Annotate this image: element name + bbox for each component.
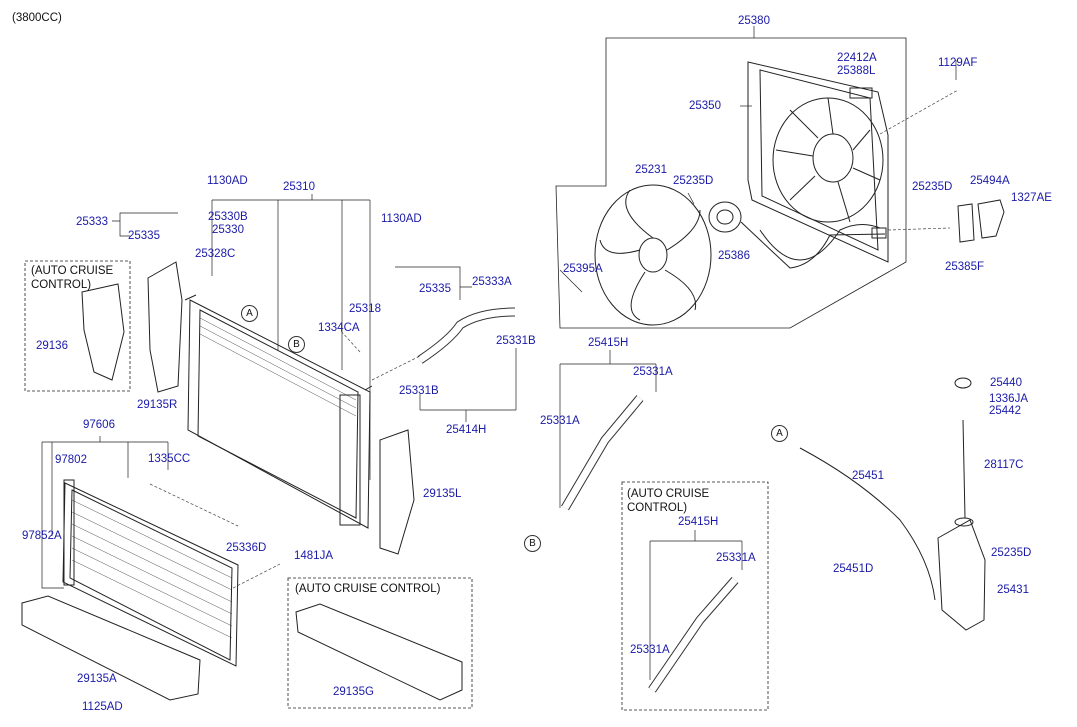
part-label[interactable]: 97852A xyxy=(22,530,62,542)
part-label[interactable]: 1125AD xyxy=(82,701,123,713)
part-label[interactable]: 25386 xyxy=(718,250,750,262)
part-label[interactable]: 1334CA xyxy=(318,322,360,334)
part-label[interactable]: 28117C xyxy=(984,459,1024,471)
part-label[interactable]: 97606 xyxy=(83,419,115,431)
hoses-drawing xyxy=(417,307,739,693)
radiator-drawing xyxy=(184,294,373,529)
part-label[interactable]: 25333A xyxy=(472,276,512,288)
part-label[interactable]: 25330 xyxy=(212,224,244,236)
fan-shroud-drawing xyxy=(747,61,889,263)
part-label[interactable]: 25395A xyxy=(563,263,603,275)
part-label[interactable]: 25414H xyxy=(446,424,487,436)
leader-lines xyxy=(41,26,957,680)
part-label[interactable]: 25333 xyxy=(76,216,108,228)
part-label[interactable]: 25331B xyxy=(496,335,536,347)
part-label[interactable]: 25385F xyxy=(945,261,985,273)
side-guards-drawing xyxy=(81,261,415,555)
part-label[interactable]: 25235D xyxy=(991,547,1032,559)
marker-a-radiator: A xyxy=(241,305,258,322)
part-label[interactable]: 25331A xyxy=(716,552,756,564)
part-label[interactable]: 25310 xyxy=(283,181,315,193)
part-label[interactable]: 25415H xyxy=(588,337,629,349)
part-label[interactable]: 25440 xyxy=(990,377,1022,389)
option-box-left xyxy=(24,260,131,392)
part-label[interactable]: 25494A xyxy=(970,175,1010,187)
air-guards-drawing xyxy=(21,595,463,701)
marker-a-reservoir: A xyxy=(771,425,788,442)
part-label[interactable]: 25231 xyxy=(635,164,667,176)
part-label[interactable]: 25451D xyxy=(833,563,874,575)
option-box-hose xyxy=(621,481,769,711)
part-label[interactable]: 25415H xyxy=(678,516,719,528)
engine-note: (3800CC) xyxy=(12,12,62,24)
part-label[interactable]: 25336D xyxy=(226,542,267,554)
dashed-leaders xyxy=(149,89,959,589)
part-label[interactable]: 25335 xyxy=(128,230,160,242)
part-label[interactable]: 25331A xyxy=(630,644,670,656)
part-label[interactable]: 25335 xyxy=(419,283,451,295)
part-label[interactable]: 29136 xyxy=(36,340,68,352)
option-note-bottom: (AUTO CRUISE CONTROL) xyxy=(295,583,441,595)
part-label[interactable]: 29135A xyxy=(77,673,117,685)
part-label[interactable]: 25330B xyxy=(208,211,248,223)
part-label[interactable]: 25442 xyxy=(989,405,1021,417)
part-label[interactable]: 1129AF xyxy=(938,57,978,69)
option-box-bottom xyxy=(287,577,473,709)
part-label[interactable]: 1481JA xyxy=(294,550,334,562)
part-label[interactable]: 25380 xyxy=(738,15,770,27)
part-label[interactable]: 1130AD xyxy=(381,213,422,225)
part-label[interactable]: 25388L xyxy=(837,65,876,77)
part-label[interactable]: 25431 xyxy=(997,584,1029,596)
part-label[interactable]: 25331A xyxy=(540,415,580,427)
fan-blade-drawing xyxy=(594,184,712,326)
option-note-left: (AUTO CRUISE CONTROL) xyxy=(31,265,114,291)
part-label[interactable]: 25328C xyxy=(195,248,236,260)
part-label[interactable]: 25350 xyxy=(689,100,721,112)
marker-b-hose: B xyxy=(524,535,541,552)
motor-drawing xyxy=(708,201,887,269)
part-label[interactable]: 25451 xyxy=(852,470,884,482)
part-label[interactable]: 1335CC xyxy=(148,453,191,465)
part-label[interactable]: 29135G xyxy=(333,686,374,698)
part-label[interactable]: 25235D xyxy=(673,175,714,187)
condenser-drawing xyxy=(62,479,239,667)
part-label[interactable]: 22412A xyxy=(837,52,877,64)
part-label[interactable]: 25331B xyxy=(399,385,439,397)
part-label[interactable]: 25331A xyxy=(633,366,673,378)
part-label[interactable]: 1130AD xyxy=(207,175,248,187)
reservoir-drawing xyxy=(799,377,986,631)
part-label[interactable]: 25318 xyxy=(349,303,381,315)
part-label[interactable]: 29135R xyxy=(137,399,178,411)
part-label[interactable]: 29135L xyxy=(423,488,462,500)
marker-b-radiator: B xyxy=(288,336,305,353)
fan-assembly-boundary xyxy=(555,37,907,329)
part-label[interactable]: 1327AE xyxy=(1011,192,1052,204)
resistor-drawing xyxy=(957,199,1005,243)
option-note-hose: (AUTO CRUISE CONTROL) xyxy=(627,488,710,514)
part-label[interactable]: 25235D xyxy=(912,181,953,193)
part-label[interactable]: 97802 xyxy=(55,454,87,466)
part-label[interactable]: 1336JA xyxy=(989,393,1029,405)
